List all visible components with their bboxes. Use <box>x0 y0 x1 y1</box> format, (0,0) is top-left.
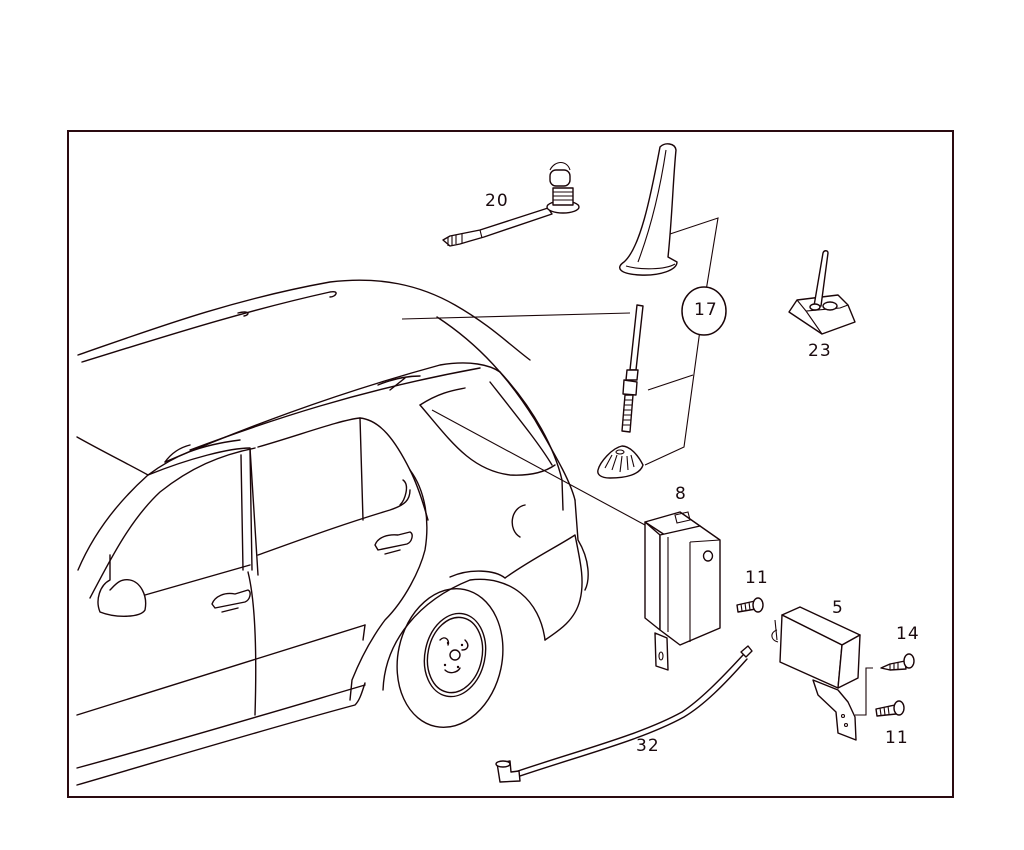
label-part-20: 20 <box>485 191 509 211</box>
vehicle-outline <box>76 279 589 786</box>
diagram-frame <box>67 130 954 798</box>
part-23-small-antenna[interactable] <box>788 250 856 335</box>
label-part-8: 8 <box>675 484 687 504</box>
label-part-23: 23 <box>808 341 832 361</box>
label-part-5: 5 <box>832 598 844 618</box>
part-14-screw[interactable] <box>880 653 915 671</box>
callout-17 <box>681 286 727 336</box>
part-5-control-module[interactable] <box>771 606 861 741</box>
part-11-screw-lower[interactable] <box>875 700 905 717</box>
label-part-11-upper: 11 <box>745 568 769 588</box>
label-part-32: 32 <box>636 736 660 756</box>
part-20-antenna-base-cable[interactable] <box>442 161 580 247</box>
part-11-screw-upper[interactable] <box>736 597 764 613</box>
label-part-17: 17 <box>694 300 718 320</box>
part-17-antenna-assembly[interactable] <box>597 143 678 479</box>
label-part-11-lower: 11 <box>885 728 909 748</box>
part-32-coax-cable[interactable] <box>495 645 753 783</box>
leader-lines <box>401 217 873 716</box>
part-8-amplifier-module[interactable] <box>644 511 721 671</box>
label-part-14: 14 <box>896 624 920 644</box>
